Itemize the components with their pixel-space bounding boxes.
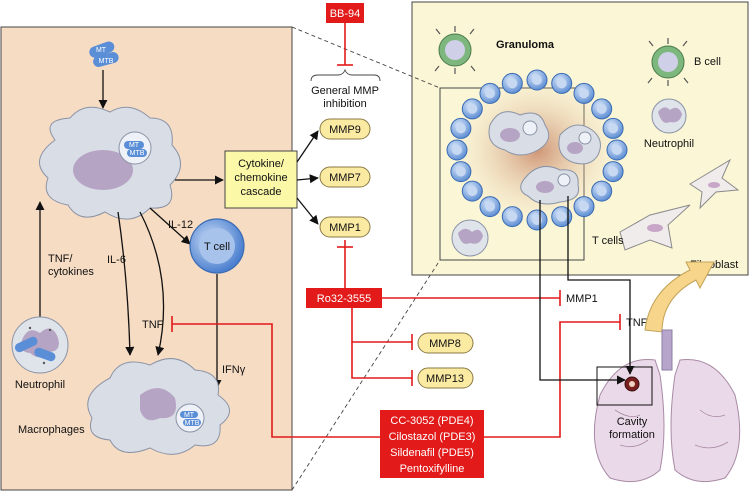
arrow-il12: [149, 207, 191, 245]
pde-drug-4: Pentoxifylline: [400, 463, 465, 475]
tnf-cytokines-label-2: cytokines: [48, 266, 94, 278]
granuloma-tcell-nucleus: [612, 145, 622, 155]
mmp1-pill: MMP1: [319, 216, 371, 238]
neutrophil-left: [11, 316, 69, 374]
pde-inhibit-tnf-left: [172, 323, 380, 438]
tcells-label: T cells: [592, 235, 624, 247]
mmp-inhibition-label-2: inhibition: [323, 98, 366, 110]
bcell-right: [647, 38, 689, 86]
zoom-arrow-yellow: [644, 261, 715, 333]
granuloma-tcell-nucleus: [452, 145, 462, 155]
granuloma-tcell-nucleus: [556, 78, 567, 89]
granuloma-tcell-nucleus: [455, 166, 466, 177]
fibroblasts: [619, 158, 740, 251]
granuloma-macrophages: [488, 111, 601, 205]
mmp7-pill: MMP7: [319, 166, 371, 188]
macrophage-bottom: MT MTB: [87, 358, 230, 455]
bb94-label: BB-94: [330, 8, 361, 20]
arrow-granuloma-cavity-2: [567, 196, 635, 375]
mmp1-target-label: MMP1: [566, 293, 598, 305]
mtb-label-mac2-1: MT: [184, 412, 195, 419]
granuloma-tcell-nucleus: [608, 123, 619, 134]
granuloma-tcell-nucleus: [556, 211, 567, 222]
mmp9-pill: MMP9: [319, 118, 371, 140]
mmp8-label: MMP8: [429, 338, 461, 350]
arrow-granuloma-cavity-1: [539, 200, 626, 385]
arrow-il6: [117, 211, 135, 356]
cavity-label-1: Cavity: [617, 416, 648, 428]
pde-inhibitors-box: CC-3052 (PDE4) Cilostazol (PDE3) Sildena…: [380, 410, 484, 478]
granuloma-tcell-nucleus: [507, 211, 518, 222]
granuloma-tcell-nucleus: [507, 78, 518, 89]
cascade-line-2: chemokine: [234, 172, 287, 184]
macrophages-label: Macrophages: [18, 424, 85, 436]
cytokine-cascade-box: Cytokine/ chemokine cascade: [224, 150, 298, 209]
tnf-target-label: TNF: [626, 317, 648, 329]
mmp1-label: MMP1: [329, 222, 361, 234]
granuloma-tcell-nucleus: [467, 103, 478, 114]
neutrophil-right: [651, 98, 687, 134]
arrow-cascade-mmp1: [296, 197, 319, 225]
cavity-box: [596, 366, 653, 406]
bcell-label: B cell: [694, 56, 721, 68]
infected-macrophage: MT MTB: [39, 106, 181, 220]
mmp-inhibition-label-1: General MMP: [311, 85, 379, 97]
mmp-brace: [310, 68, 381, 82]
cascade-line-1: Cytokine/: [238, 158, 285, 170]
zoom-line-top: [291, 26, 441, 89]
neutrophil-right-label: Neutrophil: [644, 138, 694, 150]
mmp9-label: MMP9: [329, 124, 361, 136]
granuloma-tcell-ring: [446, 69, 628, 231]
pde-drug-1: CC-3052 (PDE4): [390, 415, 473, 427]
mtb-bacteria-top: MT MTB: [89, 41, 119, 67]
arrow-tnf-left: [139, 211, 165, 356]
mmp8-pill: MMP8: [417, 332, 474, 354]
ro32-label: Ro32-3555: [317, 293, 371, 305]
mtb-label-top-1: MT: [96, 47, 107, 54]
granuloma-tcell-nucleus: [532, 75, 542, 85]
pde-drug-2: Cilostazol (PDE3): [389, 431, 476, 443]
granuloma-tcell-nucleus: [485, 201, 495, 212]
granuloma-tcell-nucleus: [608, 166, 619, 177]
mtb-label-top-2: MTB: [99, 58, 114, 65]
pde-drug-3: Sildenafil (PDE5): [390, 447, 474, 459]
granuloma-tcell-nucleus: [596, 103, 607, 114]
granuloma-tcell-nucleus: [467, 186, 478, 197]
tcell: T cell: [189, 218, 245, 274]
bb94-inhibitor: BB-94: [326, 3, 364, 66]
granuloma-tcell-nucleus: [579, 88, 589, 99]
mtb-label-mac1-2: MTB: [130, 150, 145, 157]
tcell-label: T cell: [204, 241, 230, 253]
neutrophil-left-label: Neutrophil: [15, 379, 65, 391]
bcell-left: [434, 26, 476, 74]
ro32-inhibitor: Ro32-3555: [306, 240, 561, 386]
mtb-label-mac1-1: MT: [129, 142, 140, 149]
tnf-cytokines-label-1: TNF/: [48, 253, 73, 265]
granuloma-label: Granuloma: [496, 39, 555, 51]
granuloma-tcell-nucleus: [455, 123, 466, 134]
granuloma-tcell-nucleus: [579, 201, 589, 212]
mmp13-label: MMP13: [426, 373, 464, 385]
mmp13-pill: MMP13: [417, 367, 474, 389]
ifn-label: IFNγ: [222, 364, 246, 376]
arrow-cascade-mmp9: [296, 130, 319, 163]
granuloma-tcell-nucleus: [596, 186, 607, 197]
il12-label: IL-12: [168, 219, 193, 231]
cavity-label-2: formation: [609, 429, 655, 441]
cascade-line-3: cascade: [241, 186, 282, 198]
arrow-cascade-mmp7: [296, 174, 319, 184]
lungs: [593, 329, 741, 483]
tnf-label-left: TNF: [142, 319, 164, 331]
neutrophil-granuloma: [451, 219, 489, 257]
mmp7-label: MMP7: [329, 172, 361, 184]
il6-label: IL-6: [107, 254, 126, 266]
granuloma-tcell-nucleus: [485, 88, 495, 99]
mtb-label-mac2-2: MTB: [185, 420, 200, 427]
